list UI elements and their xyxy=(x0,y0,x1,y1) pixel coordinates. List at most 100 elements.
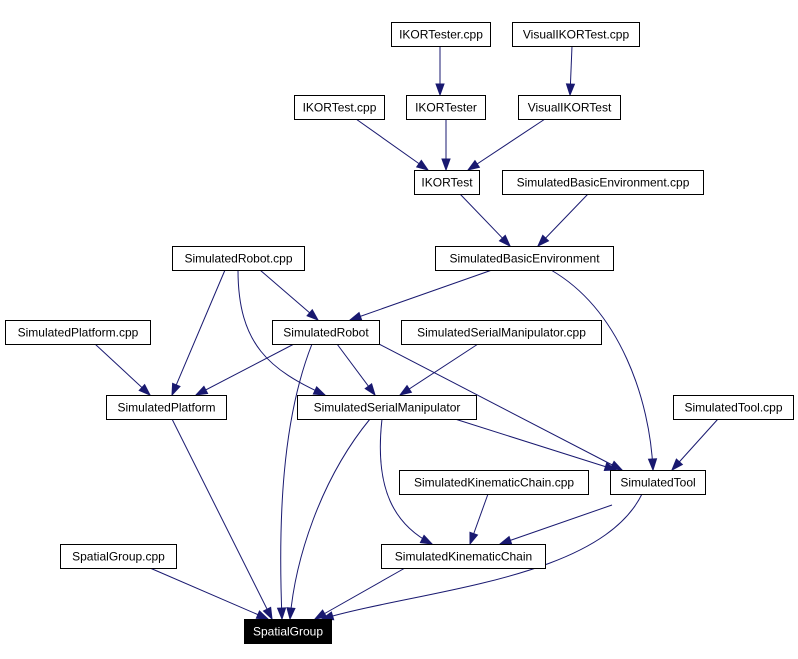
edge-visualikortest-cpp-to-visualikortest xyxy=(565,45,576,97)
node-ikortest-box xyxy=(414,170,480,195)
node-ikortester-cpp-label: IKORTester.cpp xyxy=(399,28,483,42)
node-ikortest-label: IKORTest xyxy=(421,176,473,190)
node-simbasicenv-cpp-box xyxy=(502,170,704,195)
edge-simplatform-to-spatialgroup xyxy=(171,418,273,621)
edge-spatial-cpp-to-spatialgroup xyxy=(149,567,270,620)
edge-simrobot-cpp-to-simrobot xyxy=(259,269,320,321)
node-simplatform[interactable]: SimulatedPlatform xyxy=(106,395,227,420)
node-visualikortest-label: VisualIKORTest xyxy=(528,101,612,115)
edge-visualikortest-to-ikortest xyxy=(466,118,546,171)
node-simserial[interactable]: SimulatedSerialManipulator xyxy=(297,395,477,420)
node-ikortester-cpp[interactable]: IKORTester.cpp xyxy=(391,22,491,47)
node-simtool-cpp[interactable]: SimulatedTool.cpp xyxy=(673,395,794,420)
node-simserial-cpp[interactable]: SimulatedSerialManipulator.cpp xyxy=(401,320,602,345)
nodes-layer: IKORTester.cpp VisualIKORTest.cppIKORTest… xyxy=(5,22,794,644)
edge-simtool-cpp-to-simtool xyxy=(671,418,719,472)
edge-simrobot-cpp-to-simplatform xyxy=(171,269,226,397)
edge-simbasicenv-cpp-to-simbasicenv xyxy=(536,193,589,248)
edge-simbasicenv-to-simrobot xyxy=(348,269,493,321)
node-spatial-cpp-label: SpatialGroup.cpp xyxy=(72,550,165,564)
node-spatial-cpp-box xyxy=(60,544,177,569)
edge-simchain-cpp-to-simchain-arrowhead xyxy=(469,531,479,546)
edge-simbasicenv-to-simtool-line xyxy=(550,269,654,471)
node-simtool-cpp-box xyxy=(673,395,794,420)
edge-simserial-to-spatialgroup xyxy=(286,418,371,621)
edge-simrobot-to-spatialgroup-line xyxy=(280,343,313,620)
node-simrobot[interactable]: SimulatedRobot xyxy=(272,320,380,345)
node-simrobot-box xyxy=(272,320,380,345)
edge-simrobot-cpp-to-simrobot-arrowhead xyxy=(306,308,320,321)
edge-ikortester-to-ikortest-arrowhead xyxy=(441,158,451,172)
node-simtool[interactable]: SimulatedTool xyxy=(610,470,706,495)
edge-simplatform-cpp-to-simplatform-line xyxy=(94,343,151,396)
edges-layer xyxy=(94,45,719,621)
edge-simtool-to-spatialgroup-line xyxy=(321,493,643,620)
edge-simserial-to-spatialgroup-arrowhead xyxy=(286,607,296,621)
edge-simserial-to-simchain xyxy=(379,418,434,545)
node-ikortest-cpp-label: IKORTest.cpp xyxy=(303,101,377,115)
node-simchain-label: SimulatedKinematicChain xyxy=(395,550,532,564)
edge-spatial-cpp-to-spatialgroup-line xyxy=(149,567,269,620)
node-simtool-box xyxy=(610,470,706,495)
node-visualikortest-cpp-box xyxy=(512,22,640,47)
edge-simbasicenv-to-simrobot-line xyxy=(349,269,493,321)
edge-simtool-to-simchain xyxy=(498,504,613,545)
edge-simrobot-to-spatialgroup-arrowhead xyxy=(276,607,287,621)
node-visualikortest-cpp[interactable]: VisualIKORTest.cpp xyxy=(512,22,640,47)
node-simbasicenv-box xyxy=(435,246,614,271)
node-simbasicenv-label: SimulatedBasicEnvironment xyxy=(449,252,600,266)
node-simbasicenv-cpp[interactable]: SimulatedBasicEnvironment.cpp xyxy=(502,170,704,195)
edge-simchain-to-spatialgroup-line xyxy=(314,567,406,620)
node-simbasicenv[interactable]: SimulatedBasicEnvironment xyxy=(435,246,614,271)
node-visualikortest[interactable]: VisualIKORTest xyxy=(518,95,621,120)
node-simserial-cpp-label: SimulatedSerialManipulator.cpp xyxy=(417,326,586,340)
edge-simrobot-cpp-to-simplatform-arrowhead xyxy=(171,382,181,397)
edge-ikortest-cpp-to-ikortest-arrowhead xyxy=(415,159,430,171)
node-simserial-label: SimulatedSerialManipulator xyxy=(314,401,461,415)
node-simtool-cpp-label: SimulatedTool.cpp xyxy=(684,401,782,415)
node-simplatform-label: SimulatedPlatform xyxy=(117,401,215,415)
node-ikortest[interactable]: IKORTest xyxy=(414,170,480,195)
edge-simrobot-cpp-to-simplatform-line xyxy=(171,269,226,396)
node-spatialgroup-label: SpatialGroup xyxy=(253,625,323,639)
node-simchain-box xyxy=(381,544,546,569)
edge-simserial-cpp-to-simserial-arrowhead xyxy=(398,384,413,396)
node-simrobot-label: SimulatedRobot xyxy=(283,326,369,340)
edge-simserial-to-simchain-arrowhead xyxy=(419,534,434,545)
node-simplatform-cpp-label: SimulatedPlatform.cpp xyxy=(18,326,139,340)
edge-simrobot-to-simplatform-arrowhead xyxy=(194,385,209,396)
node-simrobot-cpp[interactable]: SimulatedRobot.cpp xyxy=(172,246,305,271)
edge-simchain-to-spatialgroup-arrowhead xyxy=(313,609,328,620)
edge-simplatform-cpp-to-simplatform xyxy=(94,343,152,396)
node-simchain-cpp-label: SimulatedKinematicChain.cpp xyxy=(414,476,574,490)
edge-simbasicenv-to-simtool xyxy=(550,269,658,472)
edge-ikortester-to-ikortest xyxy=(441,119,451,172)
node-simchain-cpp[interactable]: SimulatedKinematicChain.cpp xyxy=(399,470,589,495)
node-ikortest-cpp[interactable]: IKORTest.cpp xyxy=(294,95,385,120)
edge-simserial-cpp-to-simserial-line xyxy=(399,343,479,396)
edge-simtool-cpp-to-simtool-arrowhead xyxy=(671,458,684,472)
node-ikortester[interactable]: IKORTester xyxy=(406,95,486,120)
edge-simserial-to-simtool-line xyxy=(454,418,617,471)
edge-spatial-cpp-to-spatialgroup-arrowhead xyxy=(255,610,270,620)
node-simbasicenv-cpp-label: SimulatedBasicEnvironment.cpp xyxy=(517,176,690,190)
node-spatial-cpp[interactable]: SpatialGroup.cpp xyxy=(60,544,177,569)
edge-simbasicenv-to-simrobot-arrowhead xyxy=(348,311,363,321)
node-simtool-label: SimulatedTool xyxy=(620,476,695,490)
node-simchain[interactable]: SimulatedKinematicChain xyxy=(381,544,546,569)
edge-simrobot-cpp-to-simserial-arrowhead xyxy=(312,385,327,396)
node-simplatform-box xyxy=(106,395,227,420)
edge-simtool-to-simchain-line xyxy=(499,504,613,545)
edge-simplatform-to-spatialgroup-arrowhead xyxy=(262,606,273,621)
node-spatialgroup[interactable]: SpatialGroup xyxy=(244,619,332,644)
edge-simtool-to-simchain-arrowhead xyxy=(498,535,513,545)
node-simplatform-cpp[interactable]: SimulatedPlatform.cpp xyxy=(5,320,151,345)
node-ikortester-box xyxy=(406,95,486,120)
node-simrobot-cpp-box xyxy=(172,246,305,271)
edge-visualikortest-to-ikortest-line xyxy=(467,118,546,171)
node-simplatform-cpp-box xyxy=(5,320,151,345)
edge-simserial-cpp-to-simserial xyxy=(398,343,479,396)
edge-simchain-to-spatialgroup xyxy=(313,567,406,620)
edge-ikortest-cpp-to-ikortest-line xyxy=(355,118,429,171)
